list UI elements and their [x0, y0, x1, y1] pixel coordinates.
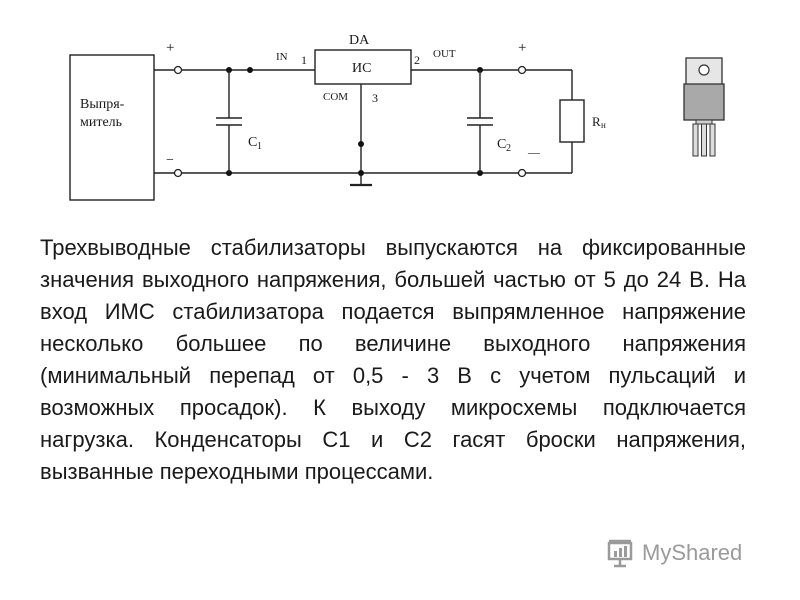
output-minus-sign: —: [527, 145, 541, 159]
junction-dot: [358, 170, 364, 176]
regulator-circuit-diagram: Выпря- митель + − C 1 DA ИС IN 1 OUT 2 C…: [69, 33, 725, 201]
watermark-text: MyShared: [642, 540, 743, 565]
rectifier-label-line1: Выпря-: [80, 97, 125, 112]
c2-subscript: 2: [506, 143, 511, 154]
output-plus-terminal: [517, 65, 527, 75]
input-plus-terminal: [173, 65, 183, 75]
pin-com-label: COM: [323, 91, 348, 103]
c2-label: C: [497, 137, 506, 152]
pin-in-label: IN: [276, 51, 288, 63]
input-minus-sign: −: [166, 153, 174, 168]
presentation-icon: [607, 539, 633, 568]
rectifier-label-line2: митель: [80, 115, 122, 130]
input-plus-sign: +: [166, 40, 174, 56]
output-minus-terminal: [517, 168, 527, 178]
c1-subscript: 1: [257, 141, 262, 152]
rectifier-block: [69, 54, 155, 201]
description-paragraph: Трехвыводные стабилизаторы выпускаются н…: [40, 235, 746, 484]
junction-dot: [247, 67, 253, 73]
load-subscript: н: [601, 120, 606, 130]
regulator-ic: [314, 49, 412, 85]
watermark: MyShared: [606, 538, 742, 568]
to220-package-illustration: [683, 57, 725, 157]
output-plus-sign: +: [518, 40, 526, 56]
load-label: R: [592, 114, 601, 129]
regulator-label: ИС: [352, 61, 371, 76]
input-minus-terminal: [173, 168, 183, 178]
c1-label: C: [248, 135, 257, 150]
junction-dot: [358, 141, 364, 147]
pin-com-number: 3: [372, 91, 378, 105]
pin-out-label: OUT: [433, 48, 456, 60]
regulator-designator: DA: [349, 33, 370, 48]
pin-out-number: 2: [414, 53, 420, 67]
pin-in-number: 1: [301, 53, 307, 67]
load-resistor: [559, 99, 585, 143]
